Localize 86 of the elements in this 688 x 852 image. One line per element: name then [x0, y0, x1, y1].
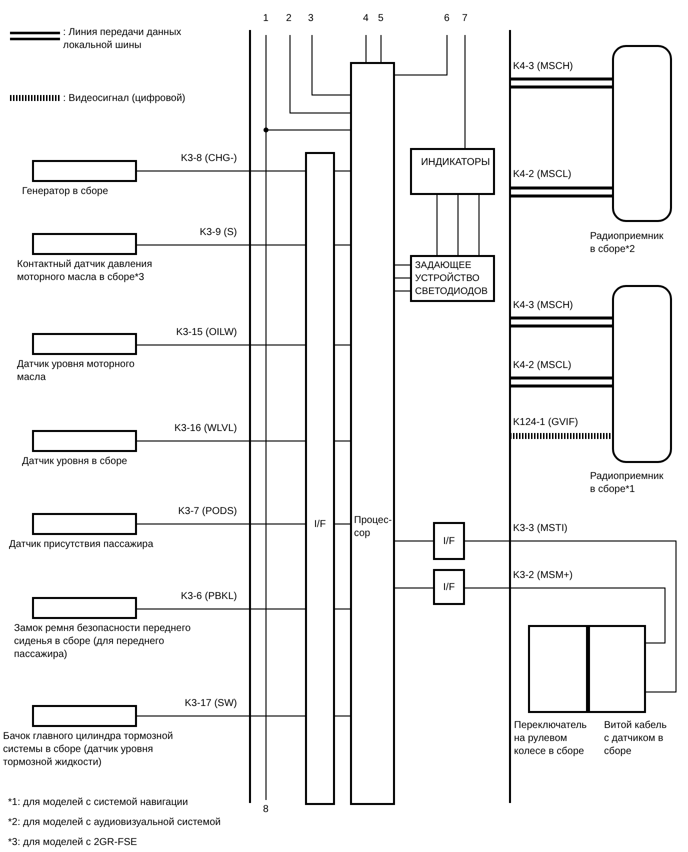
component-box — [32, 597, 137, 619]
wire-line — [334, 170, 350, 172]
node-text: ЗАДАЮЩЕЕ УСТРОЙСТВО СВЕТОДИОДОВ — [415, 259, 489, 299]
wire-line — [334, 344, 350, 346]
component-box — [32, 705, 137, 727]
component-box — [32, 333, 137, 355]
radio-receiver-box — [612, 45, 672, 222]
footnote: *1: для моделей с системой навигации — [8, 796, 188, 809]
bus-line — [508, 376, 614, 388]
legend-text: : Линия передачи данных локальной шины — [63, 26, 182, 52]
component-label: Бачок главного цилиндра тормозной системы в сборе (датчик уровня тормозной жидкости) — [3, 730, 174, 769]
edge-label: K3-9 (S) — [198, 226, 237, 239]
component-box — [32, 430, 137, 452]
wire-number: 3 — [308, 12, 314, 25]
radio-receiver-box — [612, 285, 672, 463]
interface-box — [433, 522, 465, 560]
wire-number: 5 — [378, 12, 384, 25]
interface-column — [305, 152, 335, 805]
edge-label: K3-17 (SW) — [184, 697, 237, 710]
edge-label: K3-2 (MSM+) — [513, 569, 573, 582]
edge-label: K3-8 (CHG-) — [180, 152, 237, 165]
wire-line — [334, 608, 350, 610]
wire-line — [136, 440, 306, 442]
node-text: Процес-сор — [354, 514, 393, 541]
video-signal-line — [510, 433, 612, 439]
bus-line — [508, 78, 614, 88]
component-label: Датчик присутствия пассажира — [9, 538, 154, 551]
led-driver-box — [410, 255, 495, 302]
wire-line — [394, 34, 448, 76]
edge-label: K3-6 (PBKL) — [180, 590, 237, 603]
steering-switch-box — [528, 625, 588, 713]
component-box — [32, 513, 137, 535]
component-label: Радиоприемник в сборе*2 — [590, 230, 664, 256]
wire-line — [334, 244, 350, 246]
wire-line — [312, 34, 350, 96]
spiral-cable-box — [588, 625, 646, 713]
footnote: *3: для моделей с 2GR-FSE — [8, 836, 138, 849]
wire-line — [136, 244, 306, 246]
wire-number: 4 — [363, 12, 369, 25]
edge-label: K4-2 (MSCL) — [513, 359, 572, 372]
edge-label: K4-3 (MSCH) — [513, 299, 574, 312]
processor-column — [350, 62, 395, 805]
component-label: Радиоприемник в сборе*1 — [590, 470, 664, 496]
edge-label: K4-3 (MSCH) — [513, 60, 574, 73]
edge-label: K3-15 (OILW) — [175, 326, 237, 339]
wire-line — [436, 194, 438, 256]
wire-line — [394, 290, 410, 292]
wire-line — [290, 34, 350, 114]
wire-line — [464, 34, 466, 148]
indicator-box — [410, 148, 495, 195]
bus-line — [508, 186, 614, 198]
component-label: Контактный датчик давления моторного масла в сборе*3 — [17, 258, 154, 284]
wire-line — [380, 34, 382, 62]
component-label: Датчик уровня моторного масла — [17, 358, 136, 384]
edge-label: K4-2 (MSCL) — [513, 168, 572, 181]
edge-label: K3-16 (WLVL) — [173, 422, 237, 435]
component-label: Генератор в сборе — [22, 185, 110, 198]
node-text: I/F — [443, 580, 455, 594]
wire-line — [136, 608, 306, 610]
wire-number: 6 — [444, 12, 450, 25]
component-box — [32, 160, 137, 182]
edge-label: K3-7 (PODS) — [177, 505, 237, 518]
component-label: Замок ремня безопасности переднего сиденья в сборе (для переднего пассажира) — [14, 622, 192, 661]
wire-number: 8 — [263, 803, 269, 816]
wire-line — [394, 264, 410, 266]
wire-line — [334, 440, 350, 442]
edge-label: K3-3 (MSTI) — [513, 522, 568, 535]
component-box — [32, 233, 137, 255]
wire-line — [136, 170, 306, 172]
component-label: Витой кабель с датчиком в сборе — [604, 719, 668, 758]
wire-line — [478, 194, 480, 256]
interface-box — [433, 569, 465, 605]
node-text: I/F — [314, 518, 326, 532]
bus-line — [508, 316, 614, 328]
wire-line — [136, 344, 306, 346]
component-label: Переключатель на рулевом колесе в сборе — [514, 719, 588, 758]
wire-number: 1 — [263, 12, 269, 25]
wire-number: 2 — [286, 12, 292, 25]
legend-text: : Видеосигнал (цифровой) — [63, 92, 186, 105]
wire-line — [394, 540, 434, 542]
component-label: Датчик уровня в сборе — [22, 455, 128, 468]
node-text: ИНДИКАТОРЫ — [420, 156, 490, 170]
node-text: I/F — [443, 534, 455, 548]
footnote: *2: для моделей с аудиовизуальной системой — [8, 816, 221, 829]
wire-number: 7 — [462, 12, 468, 25]
edge-label: K124-1 (GVIF) — [513, 416, 578, 429]
